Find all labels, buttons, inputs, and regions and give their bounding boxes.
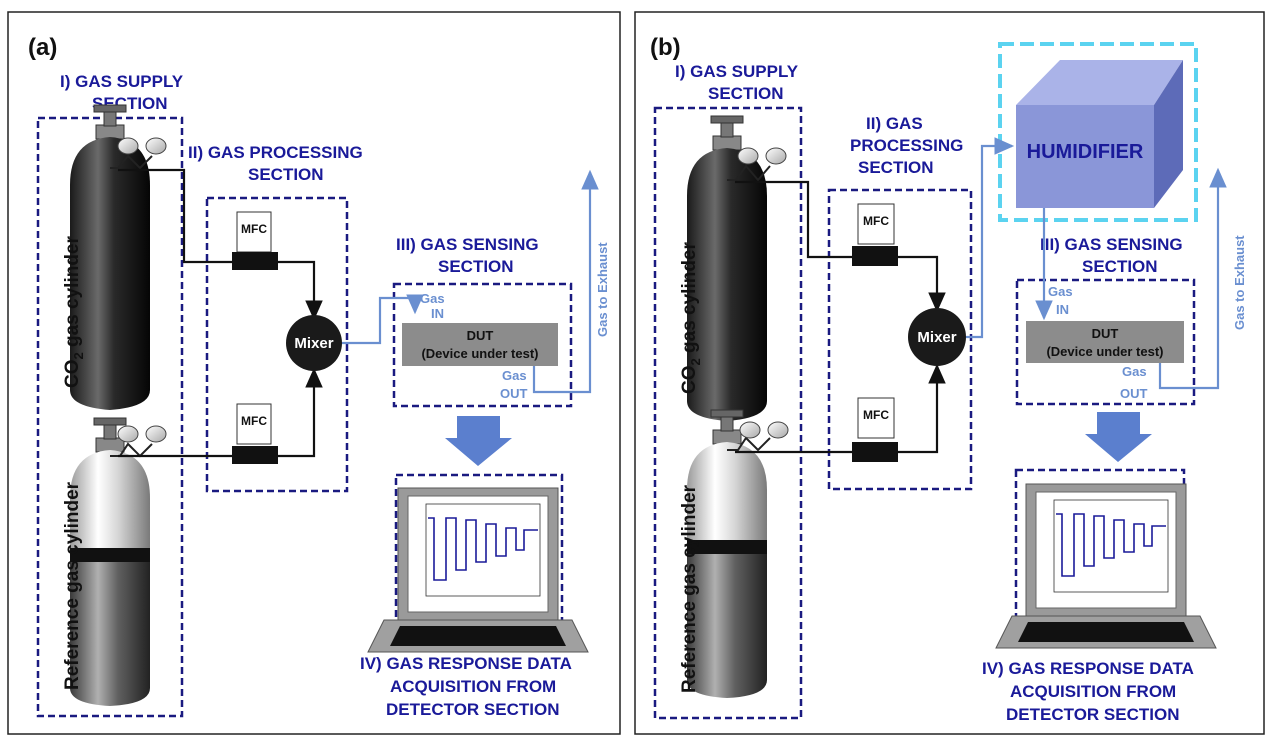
dut bbox=[402, 323, 558, 366]
gas-supply-heading-line1: I) GAS SUPPLY bbox=[675, 62, 799, 81]
panel-b-label: (b) bbox=[650, 34, 681, 61]
gas-sensing-heading-line1: III) GAS SENSING bbox=[1040, 235, 1183, 254]
mixer bbox=[908, 308, 966, 366]
gas-out-label-line1: Gas bbox=[502, 368, 527, 383]
gas-in-label-line2: IN bbox=[431, 306, 444, 321]
dut-label-line2: (Device under test) bbox=[421, 346, 538, 361]
mfc-lower: MFC bbox=[852, 397, 898, 462]
humidifier-box bbox=[998, 42, 1198, 222]
co2-line bbox=[118, 168, 232, 264]
data-flow-arrow bbox=[445, 416, 512, 466]
gas-in-label-line1: Gas bbox=[1048, 284, 1073, 299]
co2-cylinder-label: CO2 gas cylinder bbox=[679, 241, 703, 394]
exhaust-label: Gas to Exhaust bbox=[1232, 235, 1247, 330]
laptop bbox=[367, 487, 589, 653]
mfc-upper: MFC bbox=[852, 203, 898, 266]
exhaust-line bbox=[532, 169, 599, 394]
svg-text:MFC: MFC bbox=[863, 214, 889, 228]
mixer-to-humidifier-line bbox=[966, 137, 1015, 339]
panel-a-label: (a) bbox=[28, 34, 57, 61]
gas-sensing-box bbox=[1015, 278, 1196, 406]
gas-out-label-line1: Gas bbox=[1122, 364, 1147, 379]
reference-cylinder-label: Reference gas cylinder bbox=[679, 484, 700, 693]
gas-out-label-line2: OUT bbox=[1120, 386, 1148, 401]
data-flow-arrow bbox=[1085, 412, 1152, 462]
dut-label-line1: DUT bbox=[467, 328, 494, 343]
laptop bbox=[995, 483, 1217, 649]
mixer-label: Mixer bbox=[294, 335, 333, 352]
dut-label-line1: DUT bbox=[1092, 326, 1119, 341]
gas-out-label-line2: OUT bbox=[500, 386, 528, 401]
gas-sensing-heading-line1: III) GAS SENSING bbox=[396, 235, 539, 254]
mixer-label: Mixer bbox=[917, 329, 956, 346]
gas-supply-box bbox=[653, 106, 803, 720]
acquisition-heading-line3: DETECTOR SECTION bbox=[1006, 705, 1179, 724]
co2-regulator bbox=[727, 147, 787, 182]
acquisition-heading-line1: IV) GAS RESPONSE DATA bbox=[360, 654, 572, 673]
gas-processing-box bbox=[205, 196, 349, 493]
gas-processing-heading-line2: SECTION bbox=[248, 165, 324, 184]
gas-supply-heading-line1: I) GAS SUPPLY bbox=[60, 72, 184, 91]
dut bbox=[1026, 321, 1184, 363]
gas-processing-heading-line3: SECTION bbox=[858, 158, 934, 177]
panel-a: (a) I) GAS SUPPLY SECTION II) GAS PROCES… bbox=[7, 11, 621, 735]
gas-sensing-heading-line2: SECTION bbox=[1082, 257, 1158, 276]
co2-line bbox=[735, 180, 852, 259]
mfc-upper: MFC bbox=[232, 211, 278, 270]
svg-text:MFC: MFC bbox=[863, 408, 889, 422]
dut-label-line2: (Device under test) bbox=[1046, 344, 1163, 359]
mixer bbox=[286, 315, 342, 371]
mixer-to-dut-line bbox=[342, 294, 424, 345]
acquisition-heading-line2: ACQUISITION FROM bbox=[1010, 682, 1176, 701]
exhaust-label: Gas to Exhaust bbox=[595, 242, 610, 337]
exhaust-line bbox=[1158, 167, 1227, 390]
mfc1-to-mixer-line bbox=[278, 260, 323, 321]
svg-text:MFC: MFC bbox=[241, 414, 267, 428]
panel-b: (b) I) GAS SUPPLY SECTION II) GAS PROCES… bbox=[634, 11, 1265, 735]
acquisition-heading-line2: ACQUISITION FROM bbox=[390, 677, 556, 696]
gas-in-label-line1: Gas bbox=[420, 291, 445, 306]
gas-processing-heading-line1: II) GAS bbox=[866, 114, 923, 133]
mfc2-to-mixer-line bbox=[278, 367, 323, 458]
co2-regulator bbox=[110, 137, 167, 170]
gas-processing-box bbox=[827, 188, 973, 491]
gas-processing-heading-line1: II) GAS PROCESSING bbox=[188, 143, 363, 162]
acquisition-heading-line1: IV) GAS RESPONSE DATA bbox=[982, 659, 1194, 678]
humidifier-label: HUMIDIFIER bbox=[1027, 141, 1144, 163]
co2-cylinder-label: CO2 gas cylinder bbox=[62, 235, 86, 388]
gas-processing-heading-line2: PROCESSING bbox=[850, 136, 963, 155]
gas-sensing-box bbox=[392, 282, 573, 408]
mfc2-to-mixer-line bbox=[898, 363, 946, 454]
reference-regulator bbox=[110, 425, 167, 458]
reference-cylinder-label: Reference gas cylinder bbox=[62, 481, 83, 690]
mfc1-to-mixer-line bbox=[898, 255, 946, 313]
gas-in-label-line2: IN bbox=[1056, 302, 1069, 317]
acquisition-heading-line3: DETECTOR SECTION bbox=[386, 700, 559, 719]
mfc-lower: MFC bbox=[232, 403, 278, 464]
gas-sensing-heading-line2: SECTION bbox=[438, 257, 514, 276]
reference-regulator bbox=[727, 421, 789, 452]
svg-text:MFC: MFC bbox=[241, 222, 267, 236]
humidifier bbox=[1016, 60, 1183, 208]
gas-supply-heading-line2: SECTION bbox=[708, 84, 784, 103]
